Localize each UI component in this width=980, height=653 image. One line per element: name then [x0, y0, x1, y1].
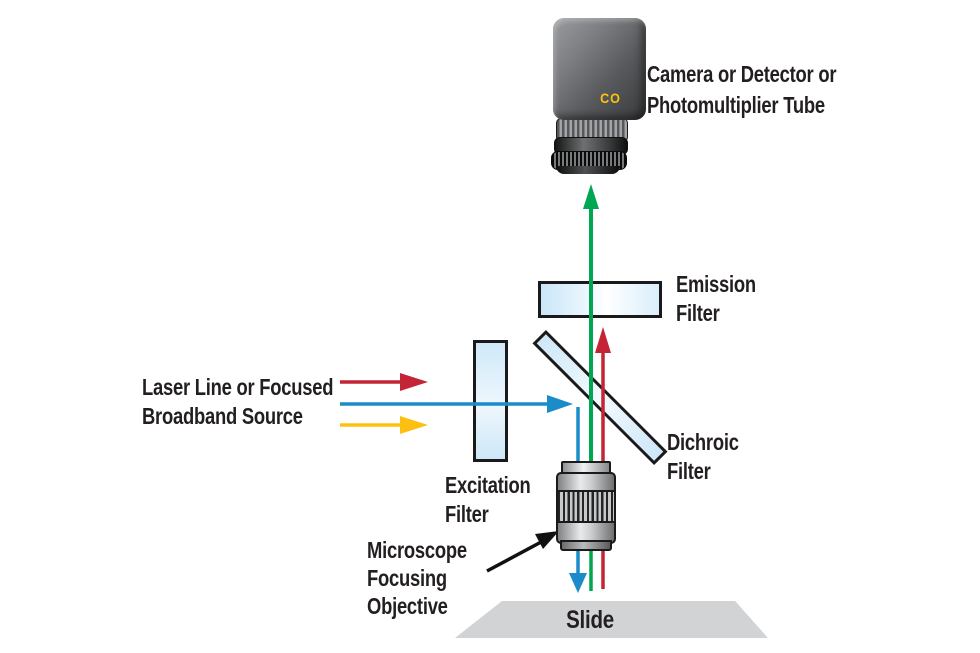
dichroic-filter-label: Dichroic Filter	[667, 428, 739, 486]
objective-bottom-rim	[560, 540, 612, 551]
blue-source-arrowhead	[547, 395, 573, 413]
objective-label: Microscope Focusing Objective	[367, 536, 467, 620]
dichroic-filter-label-line2: Filter	[667, 458, 711, 484]
red-source-arrowhead	[400, 373, 428, 391]
green-emission-arrowhead	[583, 184, 599, 209]
camera-logo: CO	[600, 90, 621, 106]
emission-filter-glass	[538, 281, 662, 318]
objective-label-line2: Focusing	[367, 565, 447, 591]
source-label-line1: Laser Line or Focused	[142, 374, 334, 400]
excitation-filter-label: Excitation Filter	[445, 471, 531, 529]
excitation-filter-label-line2: Filter	[445, 501, 489, 527]
source-label: Laser Line or Focused Broadband Source	[142, 373, 334, 431]
dichroic-filter-label-line1: Dichroic	[667, 429, 739, 455]
objective-label-line1: Microscope	[367, 537, 467, 563]
camera-lens-bottom-rim	[556, 166, 620, 174]
emission-filter-label: Emission Filter	[676, 270, 756, 328]
objective-knurled-band	[558, 490, 614, 523]
camera-label-line2: Photomultiplier Tube	[647, 92, 825, 118]
objective-pointer-line	[486, 539, 544, 573]
slide-shape	[455, 601, 768, 638]
blue-beam-to-slide-arrowhead	[569, 573, 587, 593]
source-label-line2: Broadband Source	[142, 403, 303, 429]
excitation-filter-glass	[473, 340, 508, 462]
camera-label-line1: Camera or Detector or	[647, 61, 837, 87]
camera-detector-body	[553, 18, 646, 120]
emission-filter-label-line2: Filter	[676, 300, 720, 326]
yellow-source-arrowhead	[400, 416, 428, 434]
excitation-filter-label-line1: Excitation	[445, 472, 531, 498]
slide-label: Slide	[566, 606, 614, 634]
red-emission-arrowhead	[595, 327, 611, 353]
objective-pointer-arrowhead	[535, 531, 559, 549]
objective-label-line3: Objective	[367, 593, 448, 619]
camera-label: Camera or Detector or Photomultiplier Tu…	[647, 59, 836, 121]
emission-filter-label-line1: Emission	[676, 271, 756, 297]
